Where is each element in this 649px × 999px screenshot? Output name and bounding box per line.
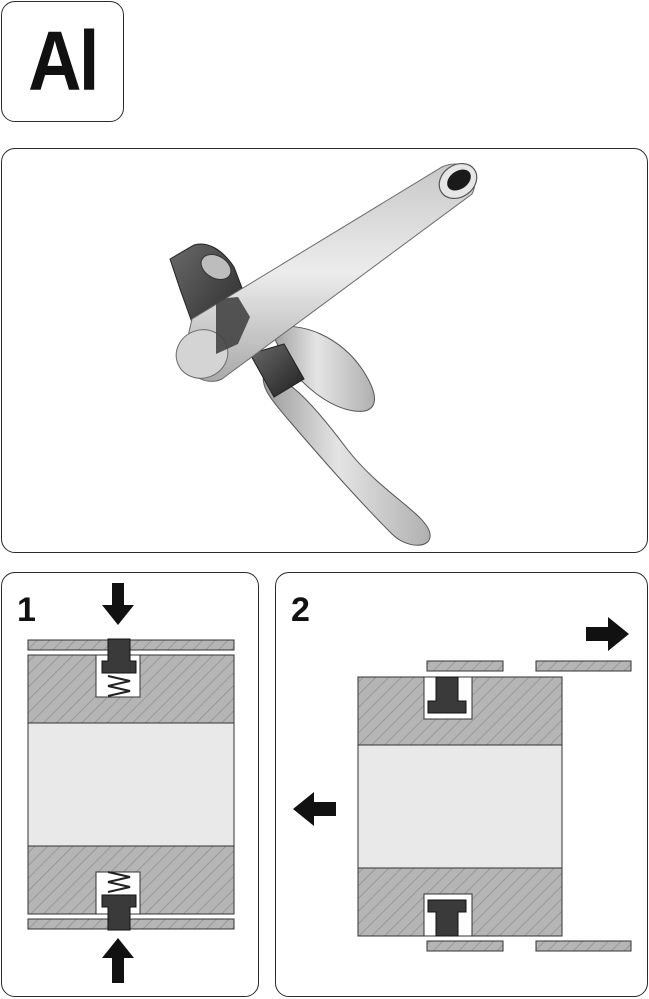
material-label: Al bbox=[28, 14, 99, 108]
material-label-box: Al bbox=[1, 1, 124, 122]
pin-top bbox=[101, 638, 137, 674]
guide-plate-top-left bbox=[426, 660, 504, 672]
pin-top bbox=[427, 676, 467, 714]
step-number: 2 bbox=[291, 591, 310, 629]
tool-handle-front bbox=[262, 373, 431, 546]
step-1-diagram bbox=[27, 583, 235, 983]
step-2-panel: 2 bbox=[275, 572, 648, 997]
deburring-tool-illustration bbox=[169, 162, 478, 546]
arrow-up-icon bbox=[102, 938, 134, 983]
pipe-bore bbox=[27, 722, 235, 847]
guide-plate-top-right bbox=[535, 660, 632, 672]
tool-handle-back bbox=[269, 325, 375, 412]
arrow-down-icon bbox=[102, 583, 134, 625]
pin-bottom bbox=[101, 894, 137, 931]
guide-plate-bottom-right bbox=[535, 940, 632, 952]
pipe-bore bbox=[357, 744, 563, 869]
arrow-right-icon bbox=[586, 617, 629, 651]
arrow-left-icon bbox=[293, 792, 336, 826]
spring-bottom bbox=[107, 871, 131, 893]
guide-plate-bottom bbox=[27, 918, 235, 930]
step-2-diagram bbox=[293, 617, 632, 952]
step-1-panel: 1 bbox=[1, 572, 259, 997]
tool-blade-wheel bbox=[200, 254, 232, 280]
guide-plate-bottom-left bbox=[426, 940, 504, 952]
step-number: 1 bbox=[17, 591, 36, 629]
spring-top bbox=[107, 675, 131, 697]
pin-bottom bbox=[427, 899, 467, 937]
tool-collar bbox=[249, 343, 305, 398]
guide-plate-top bbox=[27, 639, 235, 651]
tool-illustration-panel bbox=[1, 148, 648, 553]
